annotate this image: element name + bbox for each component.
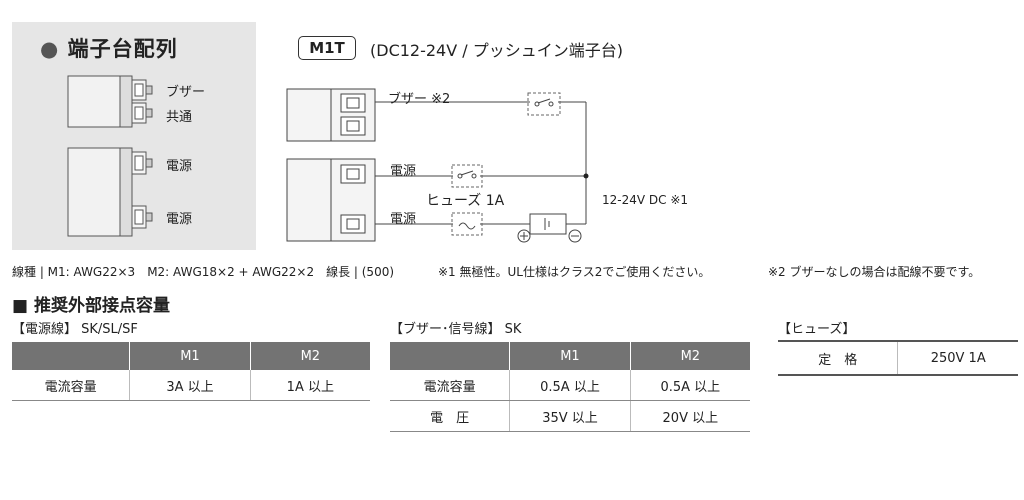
label-common: 共通 bbox=[166, 110, 193, 125]
buzzer-box bbox=[527, 92, 561, 116]
table-cell: 0.5A 以上 bbox=[629, 370, 750, 401]
table-cell: 定 格 bbox=[778, 341, 898, 376]
table-header-cell bbox=[390, 342, 510, 370]
fuse-box-2 bbox=[451, 212, 483, 236]
panel-title: ● 端子台配列 bbox=[40, 37, 178, 61]
table-header-cell: M1 bbox=[129, 342, 251, 370]
table-row: 電流容量 3A 以上 1A 以上 bbox=[12, 370, 370, 401]
table-cell: 20V 以上 bbox=[629, 400, 750, 432]
table-header-cell: M2 bbox=[249, 342, 370, 370]
label-power-1: 電源 bbox=[166, 159, 193, 174]
label-power-2: 電源 bbox=[166, 212, 193, 227]
table-header-row: M1 M2 bbox=[12, 342, 370, 370]
table-cell: 35V 以上 bbox=[509, 400, 631, 432]
fuse-box-1 bbox=[451, 164, 483, 188]
fuse-table-caption: 【ヒューズ】 bbox=[778, 322, 856, 337]
upper-connector bbox=[67, 75, 153, 128]
diagram-power-label-2: 電源 bbox=[390, 212, 417, 227]
table-row: 定 格 250V 1A bbox=[778, 341, 1018, 376]
square-bullet-icon: ■ bbox=[12, 296, 29, 316]
table-header-row: M1 M2 bbox=[390, 342, 750, 370]
label-buzzer: ブザー bbox=[166, 85, 206, 100]
table-cell: 電流容量 bbox=[390, 370, 510, 401]
buzzer-table-caption: 【ブザー･信号線】 SK bbox=[390, 322, 522, 337]
table-header-cell: M1 bbox=[509, 342, 631, 370]
model-description: (DC12-24V / プッシュイン端子台) bbox=[370, 41, 623, 60]
note-2: ※2 ブザーなしの場合は配線不要です。 bbox=[768, 265, 981, 279]
table-cell: 電流容量 bbox=[12, 370, 130, 401]
wire-spec-note: 線種 | M1: AWG22×3 M2: AWG18×2 + AWG22×2 線… bbox=[12, 265, 395, 279]
model-badge: M1T bbox=[298, 36, 356, 60]
table-header-cell bbox=[12, 342, 130, 370]
fuse-rating-table: 定 格 250V 1A bbox=[778, 340, 1018, 376]
table-cell: 電 圧 bbox=[390, 400, 510, 432]
power-table-caption: 【電源線】 SK/SL/SF bbox=[12, 322, 138, 337]
table-cell: 0.5A 以上 bbox=[509, 370, 631, 401]
diagram-power-label-1: 電源 bbox=[390, 164, 417, 179]
diagram-fuse-label: ヒューズ 1A bbox=[426, 193, 505, 209]
power-capacity-table: M1 M2 電流容量 3A 以上 1A 以上 bbox=[12, 342, 370, 401]
table-row: 電 圧 35V 以上 20V 以上 bbox=[390, 400, 750, 432]
table-header-cell: M2 bbox=[629, 342, 750, 370]
table-row: 電流容量 0.5A 以上 0.5A 以上 bbox=[390, 370, 750, 401]
buzzer-capacity-table: M1 M2 電流容量 0.5A 以上 0.5A 以上 電 圧 35V 以上 20… bbox=[390, 342, 750, 432]
table-cell: 3A 以上 bbox=[129, 370, 251, 401]
bullet-icon: ● bbox=[40, 37, 60, 61]
diagram-buzzer-label: ブザー ※2 bbox=[388, 92, 451, 107]
table-cell: 250V 1A bbox=[897, 341, 1018, 376]
table-cell: 1A 以上 bbox=[249, 370, 370, 401]
lower-connector bbox=[67, 147, 153, 237]
diagram-dc-label: 12-24V DC ※1 bbox=[602, 193, 689, 207]
section-title: ■ 推奨外部接点容量 bbox=[12, 296, 170, 316]
note-1: ※1 無極性。UL仕様はクラス2でご使用ください。 bbox=[438, 265, 711, 279]
